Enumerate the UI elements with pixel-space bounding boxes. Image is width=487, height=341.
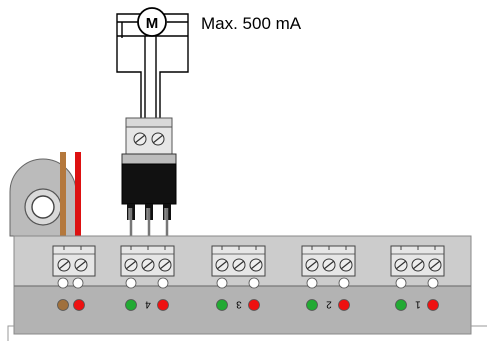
power-terminal [52,245,96,289]
channel-3-led-red [248,299,260,311]
channel-1-led-green [395,299,407,311]
channel-3: 3 [211,245,266,311]
channel-2-led-green [306,299,318,311]
wire-red [75,152,81,244]
motor-current-label: Max. 500 mA [201,14,302,33]
channel-3-led-green [216,299,228,311]
channel-3-number: 3 [236,299,242,310]
motor-wire-frame-right [159,22,189,118]
channel-4-led-red [157,299,169,311]
motor-symbol-icon [137,7,167,37]
motor-symbol-letter: M [146,15,159,32]
channel-4: 4 [120,245,175,311]
transistor-icon [121,153,177,244]
channel-2: 2 [301,245,356,311]
channel-1-led-red [427,299,439,311]
channel-4-led-green [125,299,137,311]
base-plate-outline [7,325,14,341]
channel-2-number: 2 [326,299,332,310]
channel-4-number: 4 [145,299,151,310]
channel-1: 1 [390,245,445,311]
transistor-terminal-block [125,117,173,155]
power-led-red [73,299,85,311]
motor-wire-frame-left [116,22,142,118]
motor-assembly: M Max. 500 mA [116,7,302,118]
power-led-brown [57,299,69,311]
board-bottom [13,285,472,335]
channel-1-number: 1 [415,299,421,310]
channel-2-led-red [338,299,350,311]
wire-brown [60,152,66,244]
mounting-hole-icon [31,195,55,219]
mounting-bracket [9,158,77,237]
